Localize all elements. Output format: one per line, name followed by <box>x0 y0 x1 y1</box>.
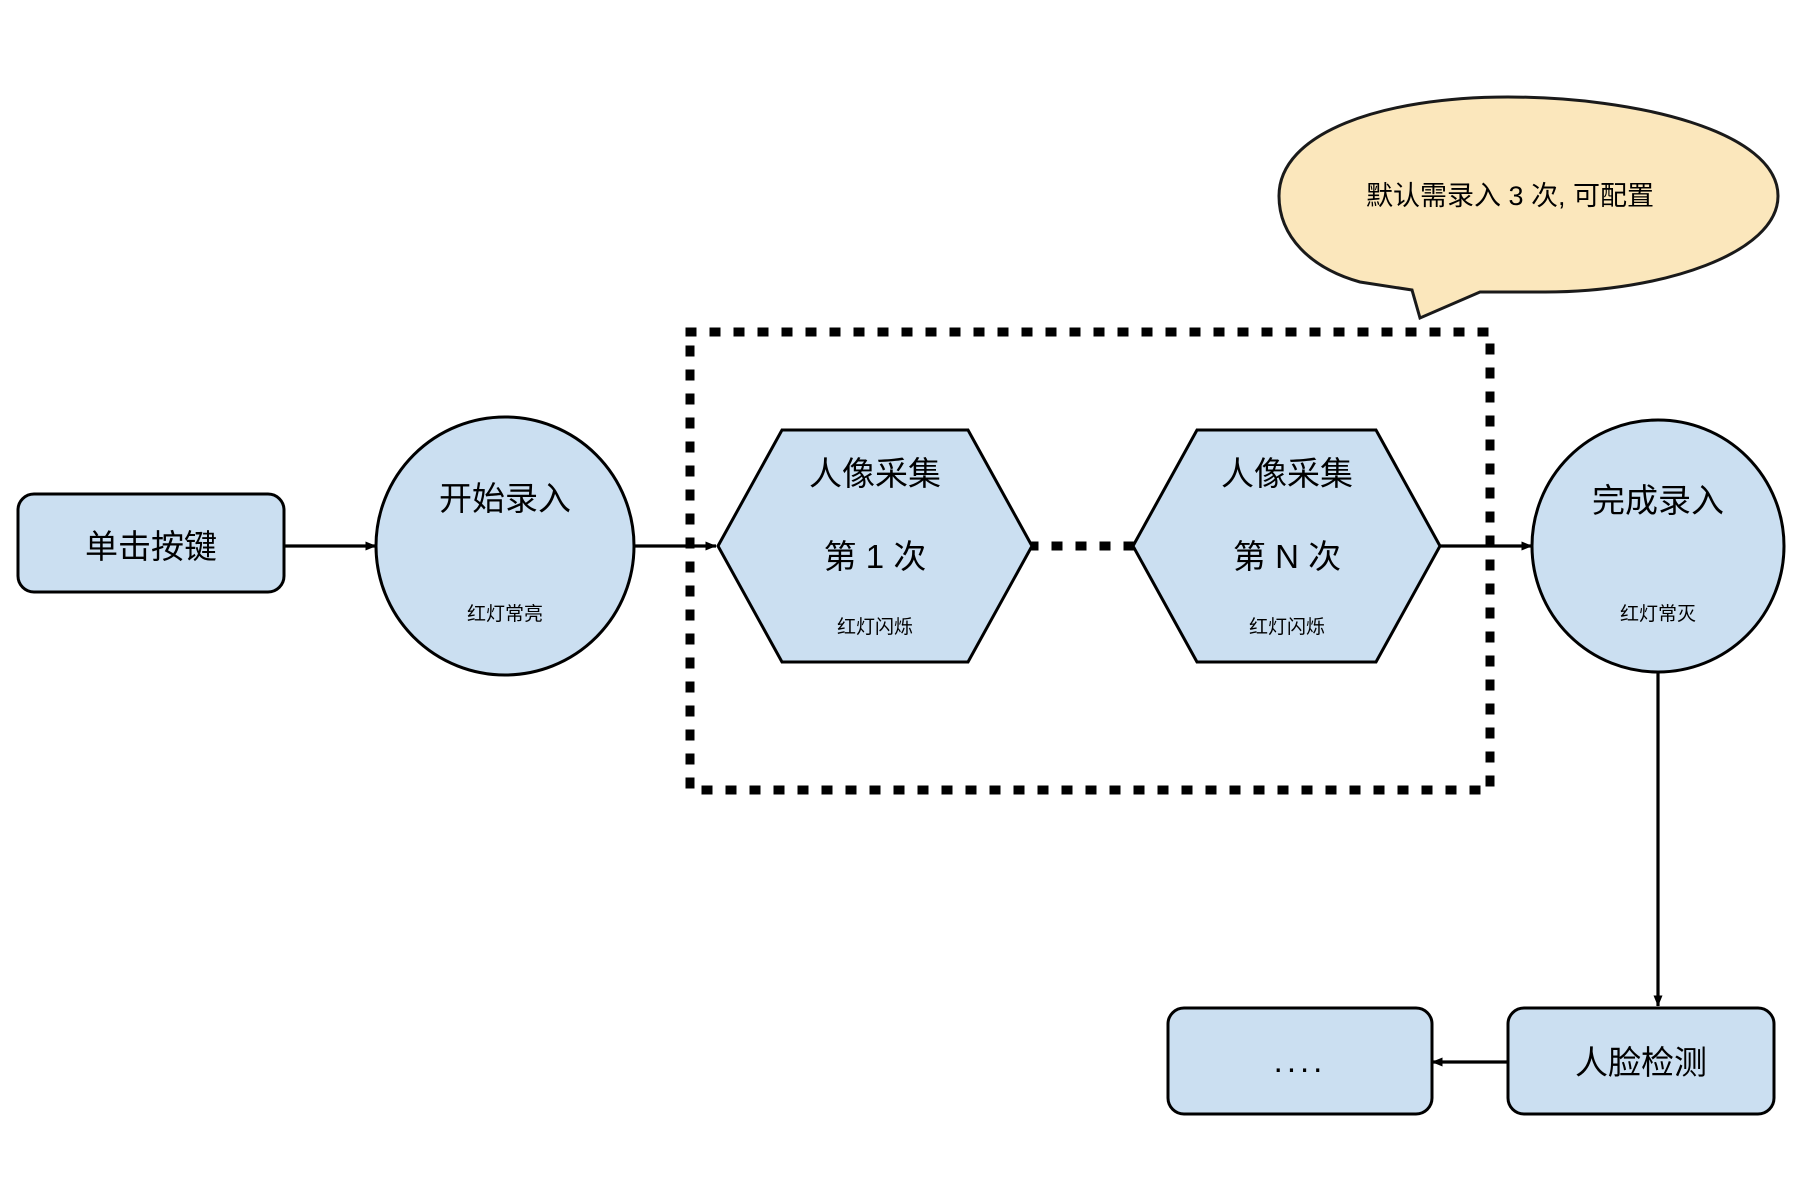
capture-nth-sublabel: 红灯闪烁 <box>1249 616 1325 638</box>
start-button-shape <box>16 492 286 594</box>
capture-first-iteration: 第 1 次 <box>824 538 927 575</box>
node-capture-first[interactable]: 人像采集 第 1 次 红灯闪烁 <box>716 428 1034 664</box>
finish-enroll-shape <box>1530 418 1786 674</box>
capture-first-shape <box>716 428 1034 664</box>
node-capture-nth[interactable]: 人像采集 第 N 次 红灯闪烁 <box>1131 428 1442 664</box>
callout-bubble-shape <box>1277 95 1780 321</box>
face-detect-label: 人脸检测 <box>1575 1044 1707 1081</box>
start-enroll-shape <box>374 415 636 677</box>
finish-enroll-label: 完成录入 <box>1592 482 1724 519</box>
capture-loop-group <box>685 327 1495 795</box>
node-finish-enroll[interactable]: 完成录入 红灯常灭 <box>1530 418 1786 674</box>
capture-nth-shape <box>1131 428 1442 664</box>
node-more-steps[interactable]: .... <box>1166 1006 1434 1116</box>
more-steps-label: .... <box>1274 1042 1327 1079</box>
capture-nth-label: 人像采集 <box>1221 455 1353 492</box>
capture-first-label: 人像采集 <box>809 455 941 492</box>
finish-enroll-sublabel: 红灯常灭 <box>1620 603 1696 625</box>
capture-nth-iteration: 第 N 次 <box>1233 538 1341 575</box>
callout-enroll-count: 默认需录入 3 次, 可配置 <box>1277 95 1780 321</box>
node-start-button[interactable]: 单击按键 <box>16 492 286 594</box>
node-start-enroll[interactable]: 开始录入 红灯常亮 <box>374 415 636 677</box>
start-button-label: 单击按键 <box>85 528 217 565</box>
node-face-detect[interactable]: 人脸检测 <box>1506 1006 1776 1116</box>
start-enroll-label: 开始录入 <box>439 480 571 517</box>
more-steps-shape <box>1166 1006 1434 1116</box>
callout-text: 默认需录入 3 次, 可配置 <box>1366 181 1654 211</box>
start-enroll-sublabel: 红灯常亮 <box>467 603 543 625</box>
face-detect-shape <box>1506 1006 1776 1116</box>
capture-first-sublabel: 红灯闪烁 <box>837 616 913 638</box>
